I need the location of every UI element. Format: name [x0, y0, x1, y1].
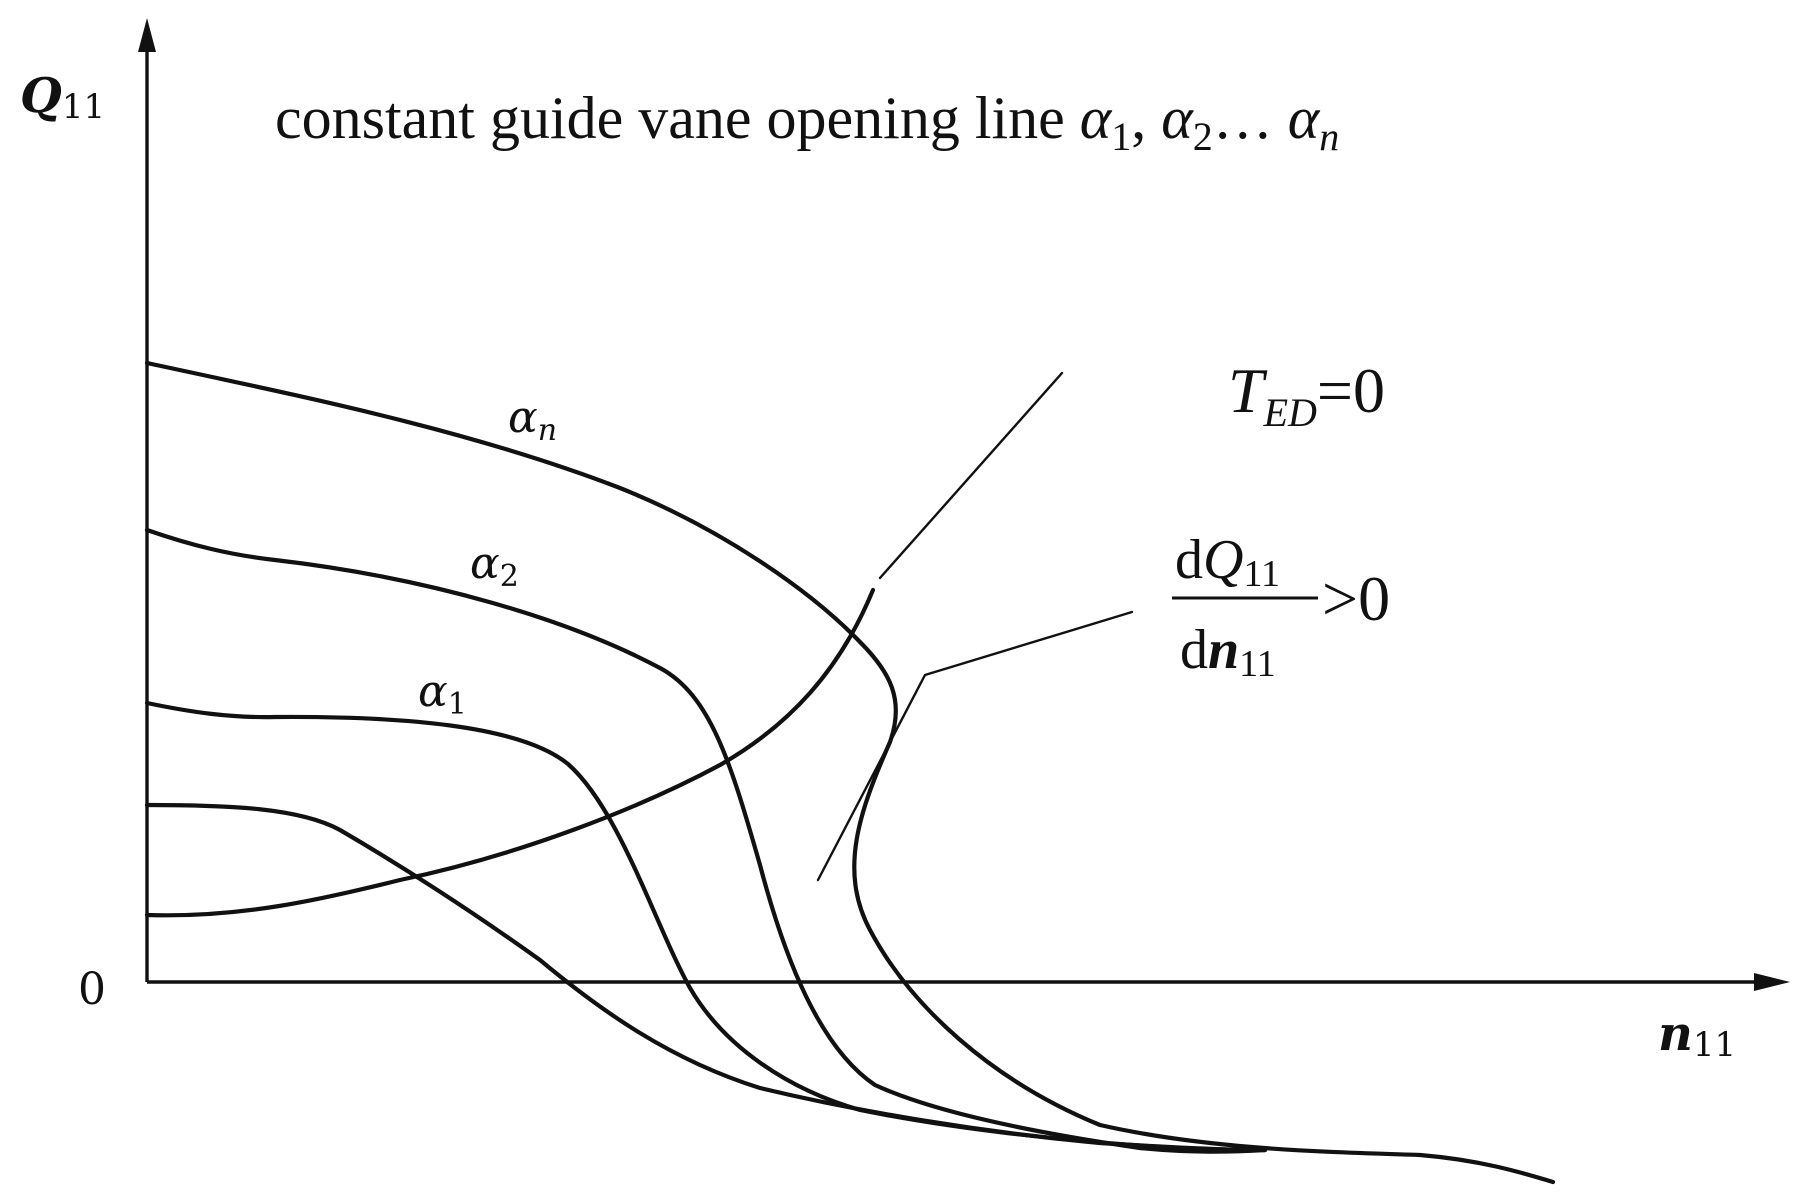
title-alpha-n: α — [1288, 85, 1321, 151]
title-alpha-2: α — [1161, 85, 1194, 151]
curve-alpha-0 — [144, 802, 1268, 1153]
curve-ted-zero — [144, 587, 876, 918]
annotation-ted: TED=0 — [1228, 355, 1385, 435]
title-prefix: constant guide vane opening line — [275, 85, 1080, 151]
title-sep: , — [1131, 85, 1161, 151]
annotation-derivative: dQ11 dn11 >0 — [1172, 529, 1390, 685]
x-axis-label: n11 — [1658, 1006, 1736, 1065]
title-sub-n: n — [1319, 114, 1339, 159]
title-alpha-1: α — [1080, 85, 1113, 151]
y-axis-label-sub: 11 — [62, 87, 105, 127]
x-axis-arrow-icon — [1754, 973, 1790, 991]
label-alpha-1: α1 — [418, 666, 467, 722]
origin-label: 0 — [78, 964, 106, 1015]
title-ellipsis: … — [1213, 85, 1288, 151]
leader-ted — [878, 371, 1064, 580]
title-sub-1: 1 — [1111, 114, 1131, 159]
derivative-relation: >0 — [1322, 563, 1390, 634]
curve-alpha-n — [144, 360, 1556, 1185]
x-axis-label-sub: 11 — [1693, 1025, 1736, 1065]
diagram-title: constant guide vane opening line α1, α2…… — [275, 85, 1339, 159]
derivative-denominator: dn11 — [1180, 619, 1276, 685]
leader-derivative — [816, 610, 1134, 882]
derivative-numerator: dQ11 — [1175, 529, 1280, 595]
label-alpha-2: α2 — [470, 538, 519, 594]
title-sub-2: 2 — [1193, 114, 1213, 159]
y-axis-arrow-icon — [138, 18, 156, 52]
label-alpha-n: αn — [508, 392, 557, 448]
y-axis-label: Q11 — [20, 68, 105, 127]
